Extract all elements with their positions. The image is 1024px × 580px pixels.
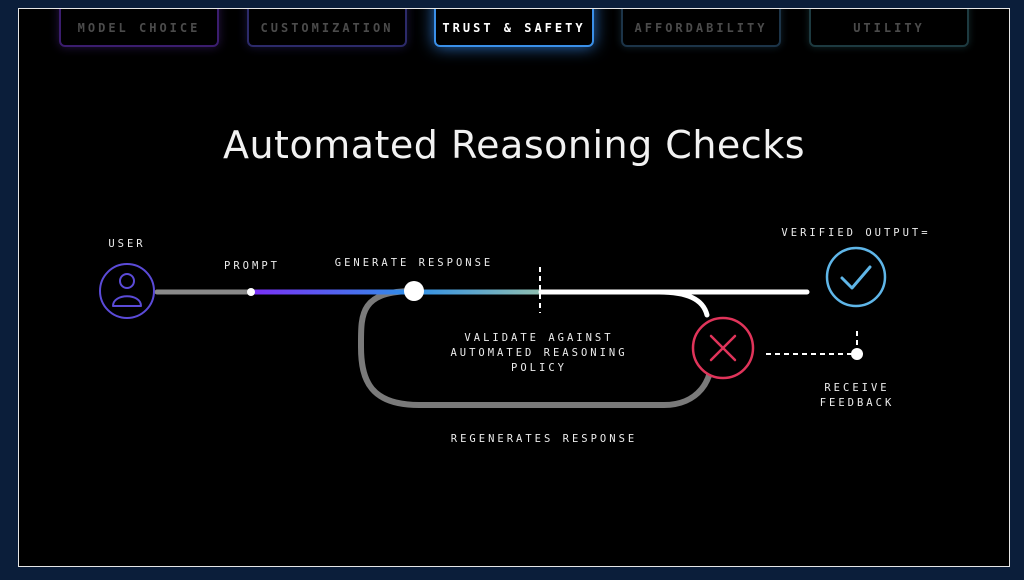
tab-label: MODEL CHOICE: [77, 21, 201, 35]
feedback-dot: [851, 348, 863, 360]
output-return-curve: [656, 289, 710, 318]
tab-label: TRUST & SAFETY: [442, 21, 586, 35]
label-validate-line: AUTOMATED REASONING: [450, 347, 628, 359]
tab-trust-and-safety[interactable]: TRUST & SAFETY: [434, 9, 594, 47]
topic-tabs: MODEL CHOICE CUSTOMIZATION TRUST & SAFET…: [19, 9, 1009, 69]
label-validate-line: VALIDATE AGAINST: [464, 332, 614, 344]
x-icon: [691, 316, 755, 380]
label-receive-feedback: RECEIVE FEEDBACK: [807, 381, 907, 411]
tab-affordability[interactable]: AFFORDABILITY: [621, 9, 781, 47]
label-validate-line: POLICY: [511, 362, 567, 374]
user-icon: [99, 263, 155, 319]
regenerate-loop-track: [357, 288, 715, 408]
reasoning-flow-diagram: [99, 246, 887, 408]
label-validate: VALIDATE AGAINST AUTOMATED REASONING POL…: [429, 331, 649, 376]
label-receive-line: RECEIVE: [824, 382, 890, 394]
check-icon: [825, 246, 887, 308]
tab-model-choice[interactable]: MODEL CHOICE: [59, 9, 219, 47]
slide-frame: MODEL CHOICE CUSTOMIZATION TRUST & SAFET…: [18, 8, 1010, 567]
label-receive-line: FEEDBACK: [819, 397, 895, 409]
label-regenerates-response: REGENERATES RESPONSE: [450, 433, 638, 445]
generate-node: [404, 281, 424, 301]
prompt-dot: [247, 288, 255, 296]
tab-label: UTILITY: [853, 21, 925, 35]
tab-label: CUSTOMIZATION: [260, 21, 394, 35]
tab-customization[interactable]: CUSTOMIZATION: [247, 9, 407, 47]
slide-title: Automated Reasoning Checks: [222, 123, 806, 167]
label-verified-output: VERIFIED OUTPUT=: [781, 227, 931, 239]
label-generate-response: GENERATE RESPONSE: [334, 257, 494, 269]
tab-utility[interactable]: UTILITY: [809, 9, 969, 47]
label-user: USER: [108, 238, 146, 250]
label-prompt: PROMPT: [224, 260, 280, 272]
tab-label: AFFORDABILITY: [634, 21, 768, 35]
